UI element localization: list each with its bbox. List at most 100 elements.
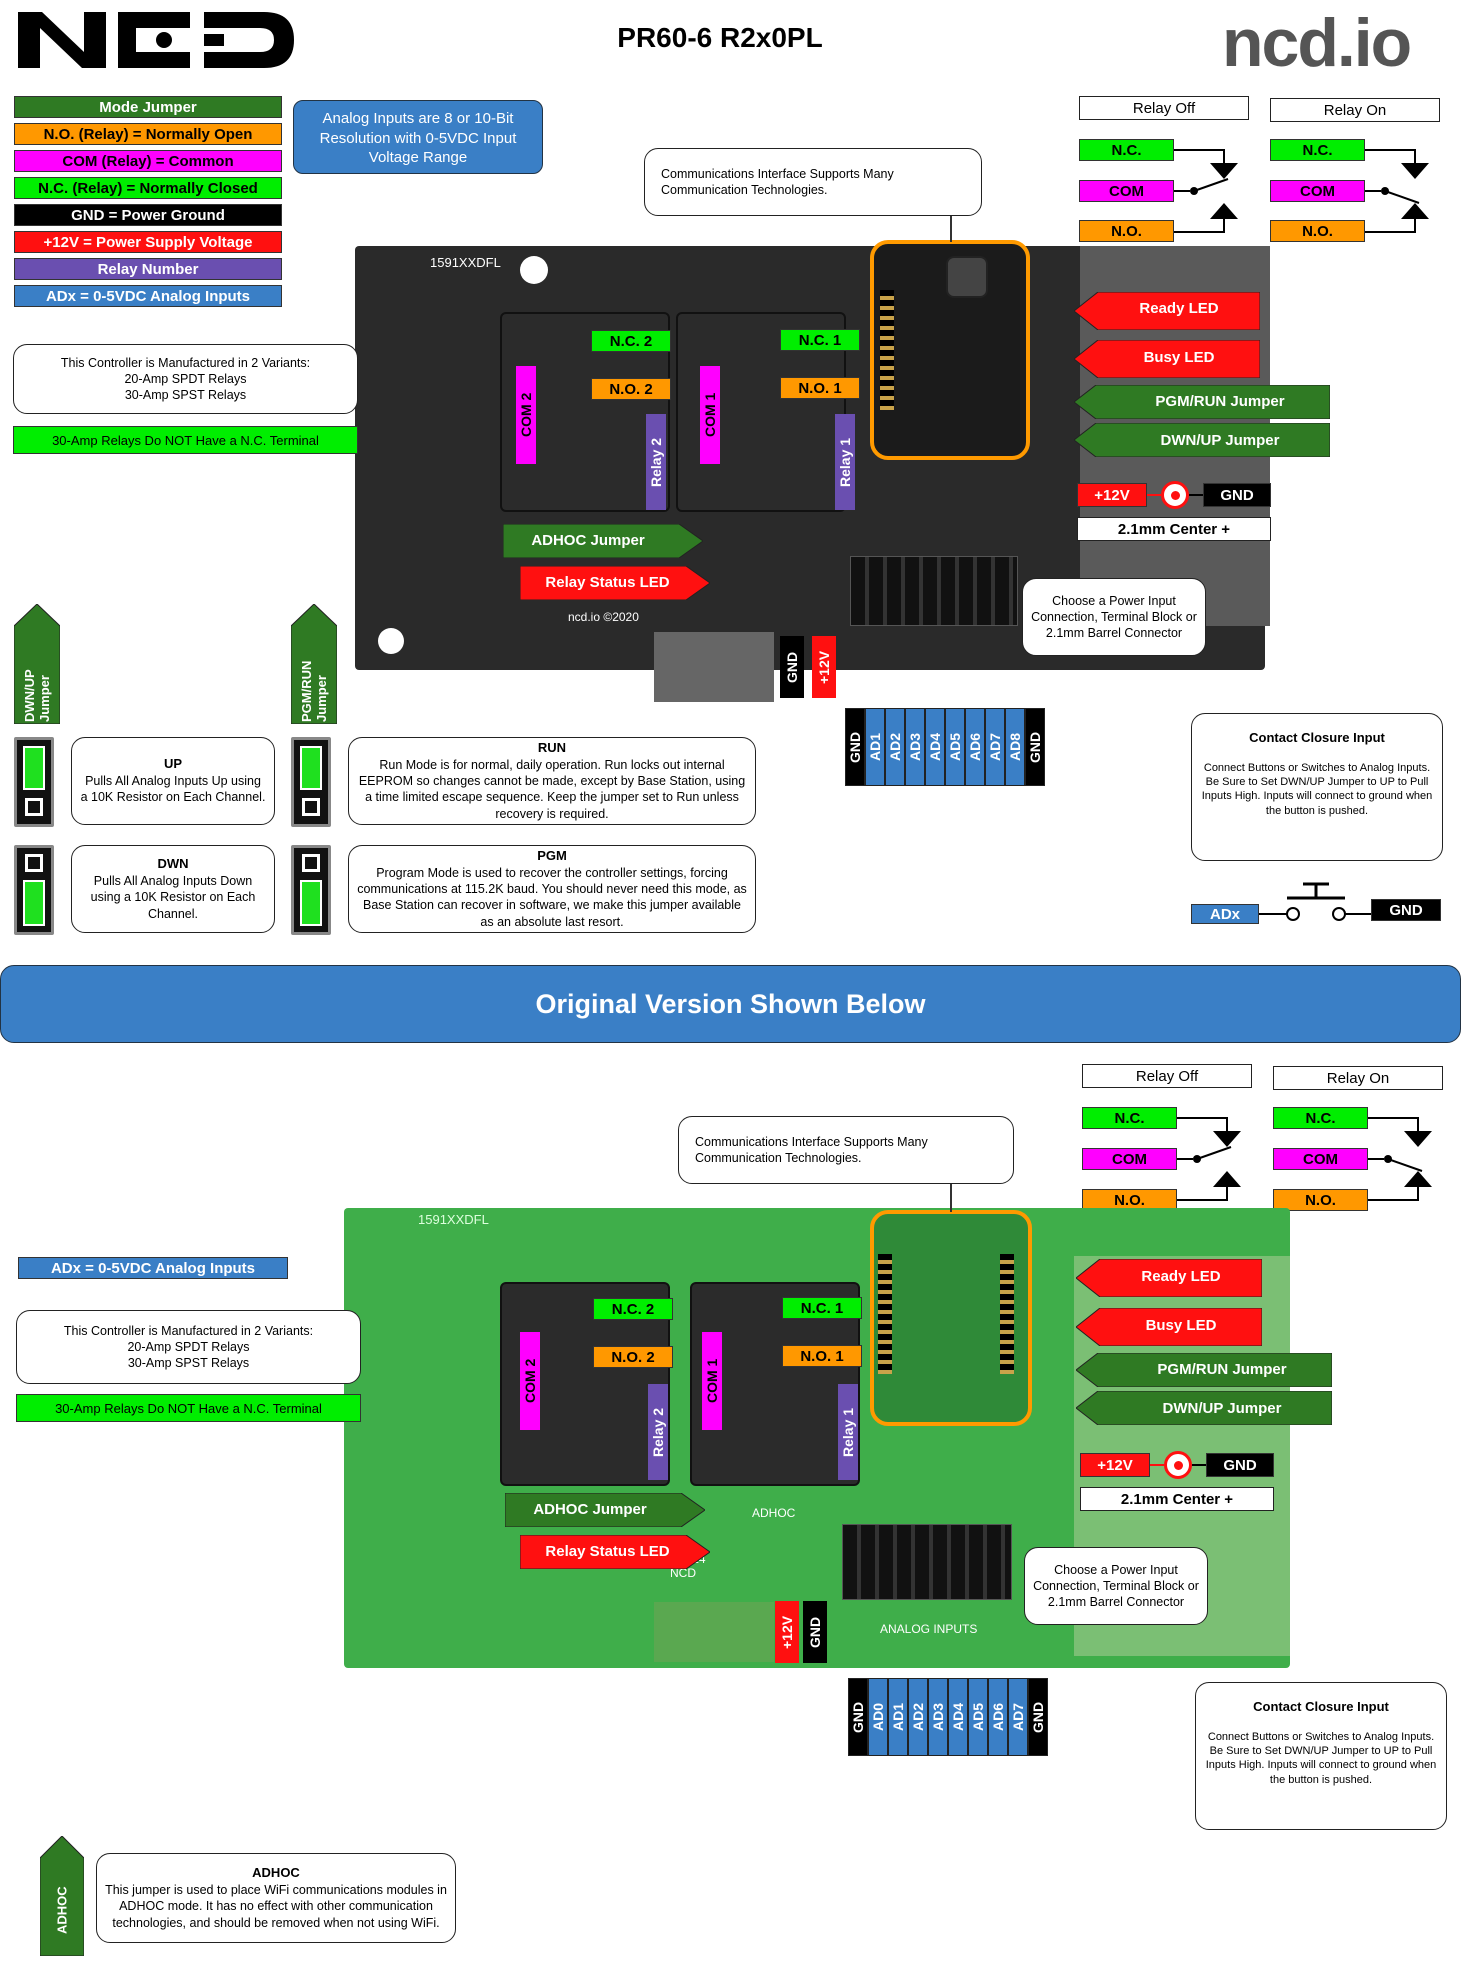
- bottom-relay-on-nc: N.C.: [1273, 1107, 1368, 1129]
- bottom-com2: COM 2: [520, 1332, 540, 1430]
- page-title: PR60-6 R2x0PL: [617, 22, 823, 53]
- bottom-power-gnd: GND: [1206, 1453, 1274, 1477]
- top-term-gnd: GND: [780, 636, 804, 698]
- mount-hole: [520, 256, 548, 284]
- analog-pin-ad4: AD4: [948, 1678, 968, 1756]
- bottom-adhoc-jumper-silk: ADHOC: [752, 1506, 796, 1520]
- mount-hole: [378, 628, 404, 654]
- bottom-30amp-note: 30-Amp Relays Do NOT Have a N.C. Termina…: [16, 1394, 361, 1422]
- adhoc-title: ADHOC: [252, 1865, 300, 1881]
- top-relay2: Relay 2: [646, 414, 666, 510]
- bottom-board-silk-part: 1591XXDFL: [418, 1212, 489, 1227]
- top-comm-note: Communications Interface Supports Many C…: [644, 148, 982, 216]
- bottom-term-12v: +12V: [775, 1601, 799, 1663]
- ready-led-arrow: [1074, 292, 1260, 330]
- analog-pin-ad3: AD3: [905, 708, 925, 786]
- bottom-comm-note-text: Communications Interface Supports Many C…: [695, 1134, 928, 1165]
- adhoc-body: This jumper is used to place WiFi commun…: [105, 1883, 447, 1930]
- legend-normally-open: N.O. (Relay) = Normally Open: [14, 123, 282, 145]
- top-board-silk-brand: ncd.io ©2020: [568, 610, 639, 624]
- dwn-body: Pulls All Analog Inputs Down using a 10K…: [90, 874, 256, 921]
- top-term-12v: +12V: [812, 636, 836, 698]
- bottom-busy-led-label: Busy LED: [1145, 1317, 1217, 1334]
- bottom-barrel-connector-icon: [1164, 1451, 1192, 1479]
- bottom-com1: COM 1: [702, 1332, 722, 1430]
- inductor: [946, 256, 988, 298]
- ncd-io-logo: ncd.io: [1222, 5, 1412, 81]
- analog-pin-gnd: GND: [848, 1678, 868, 1756]
- bottom-relay-off-label: Relay Off: [1082, 1064, 1252, 1088]
- bottom-busy-led-arrow: [1076, 1308, 1262, 1346]
- top-power-gnd: GND: [1203, 483, 1271, 507]
- bottom-comm-callout-line: [950, 1184, 952, 1212]
- pgm-body: Program Mode is used to recover the cont…: [357, 865, 747, 929]
- bottom-switch-on-icon: [1368, 1117, 1432, 1201]
- adhoc-chevron-label: ADHOC: [54, 1886, 70, 1934]
- analog-pin-ad5: AD5: [968, 1678, 988, 1756]
- bottom-adx-legend: ADx = 0-5VDC Analog Inputs: [18, 1257, 288, 1279]
- bottom-relay-on-com: COM: [1273, 1148, 1368, 1170]
- analog-pin-ad1: AD1: [888, 1678, 908, 1756]
- up-body: Pulls All Analog Inputs Up using a 10K R…: [80, 774, 266, 805]
- pgm-explanation: PGM Program Mode is used to recover the …: [348, 845, 756, 933]
- bottom-ready-led-arrow: [1076, 1259, 1262, 1297]
- bottom-terminal-block: [842, 1524, 1012, 1600]
- top-barrel-spec-text: 2.1mm Center +: [1117, 520, 1231, 538]
- top-no1: N.O. 1: [780, 377, 860, 399]
- top-power-12v: +12V: [1077, 483, 1147, 507]
- analog-pin-ad4: AD4: [925, 708, 945, 786]
- bottom-status-led-label: Relay Status LED: [545, 1543, 670, 1560]
- bottom-power-12v: +12V: [1080, 1453, 1150, 1477]
- top-status-led-label: Relay Status LED: [545, 574, 670, 591]
- bottom-nc1: N.C. 1: [782, 1297, 862, 1319]
- bottom-no1: N.O. 1: [782, 1345, 862, 1367]
- jumper-dwn-icon: [14, 845, 54, 935]
- top-relay1: Relay 1: [835, 414, 855, 510]
- bottom-dwn-up-label: DWN/UP Jumper: [1162, 1400, 1282, 1417]
- bottom-contact-closure: Contact Closure Input Connect Buttons or…: [1195, 1682, 1447, 1830]
- top-contact-closure: Contact Closure Input Connect Buttons or…: [1191, 713, 1443, 861]
- run-explanation: RUN Run Mode is for normal, daily operat…: [348, 737, 756, 825]
- switch-off-icon: [1174, 149, 1238, 233]
- bottom-power-input-note: Choose a Power Input Connection, Termina…: [1024, 1547, 1208, 1625]
- bottom-relay2: Relay 2: [648, 1384, 668, 1480]
- legend-ground: GND = Power Ground: [14, 204, 282, 226]
- comm-callout-line: [950, 216, 952, 242]
- barrel-connector-icon: [1161, 481, 1189, 509]
- analog-pin-ad7: AD7: [1008, 1678, 1028, 1756]
- up-title: UP: [163, 756, 183, 772]
- top-nc2: N.C. 2: [591, 330, 671, 352]
- pgm-run-label: PGM/RUN Jumper: [1155, 393, 1285, 410]
- pgm-run-arrow: [1074, 385, 1330, 419]
- top-board-silk-part: 1591XXDFL: [430, 255, 501, 270]
- bottom-variants-note: This Controller is Manufactured in 2 Var…: [16, 1310, 361, 1384]
- top-variants-text: This Controller is Manufactured in 2 Var…: [60, 355, 311, 403]
- analog-pin-gnd: GND: [845, 708, 865, 786]
- bottom-header-strip: [878, 1254, 892, 1374]
- relay-off-nc: N.C.: [1079, 139, 1174, 161]
- bottom-dwn-up-arrow: [1076, 1391, 1332, 1425]
- top-barrel-spec: 2.1mm Center +: [1077, 517, 1271, 541]
- bottom-relay-off-com: COM: [1082, 1148, 1177, 1170]
- adhoc-chevron: [40, 1836, 84, 1956]
- bottom-power-input-text: Choose a Power Input Connection, Termina…: [1033, 1562, 1199, 1610]
- bottom-relay-on-label: Relay On: [1273, 1066, 1443, 1090]
- top-contact-title: Contact Closure Input: [1249, 730, 1385, 745]
- jumper-up-icon: [14, 737, 54, 827]
- analog-pin-ad2: AD2: [908, 1678, 928, 1756]
- top-com2: COM 2: [516, 366, 536, 464]
- relay-on-com: COM: [1270, 180, 1365, 202]
- legend-mode-jumper: Mode Jumper: [14, 96, 282, 118]
- ready-led-label: Ready LED: [1139, 300, 1219, 317]
- bottom-switch-off-icon: [1177, 1117, 1241, 1201]
- top-adhoc-label: ADHOC Jumper: [531, 532, 645, 549]
- relay-off-no: N.O.: [1079, 220, 1174, 242]
- dwn-up-label: DWN/UP Jumper: [1160, 432, 1280, 449]
- top-enclosure-lip: [654, 632, 774, 702]
- switch-on-icon: [1365, 149, 1429, 233]
- bottom-relay-on-no: N.O.: [1273, 1189, 1368, 1211]
- bottom-no2: N.O. 2: [593, 1346, 673, 1368]
- bottom-barrel-line: [1192, 1464, 1206, 1466]
- top-30amp-note: 30-Amp Relays Do NOT Have a N.C. Termina…: [13, 426, 358, 454]
- bottom-pgm-run-arrow: [1076, 1353, 1332, 1387]
